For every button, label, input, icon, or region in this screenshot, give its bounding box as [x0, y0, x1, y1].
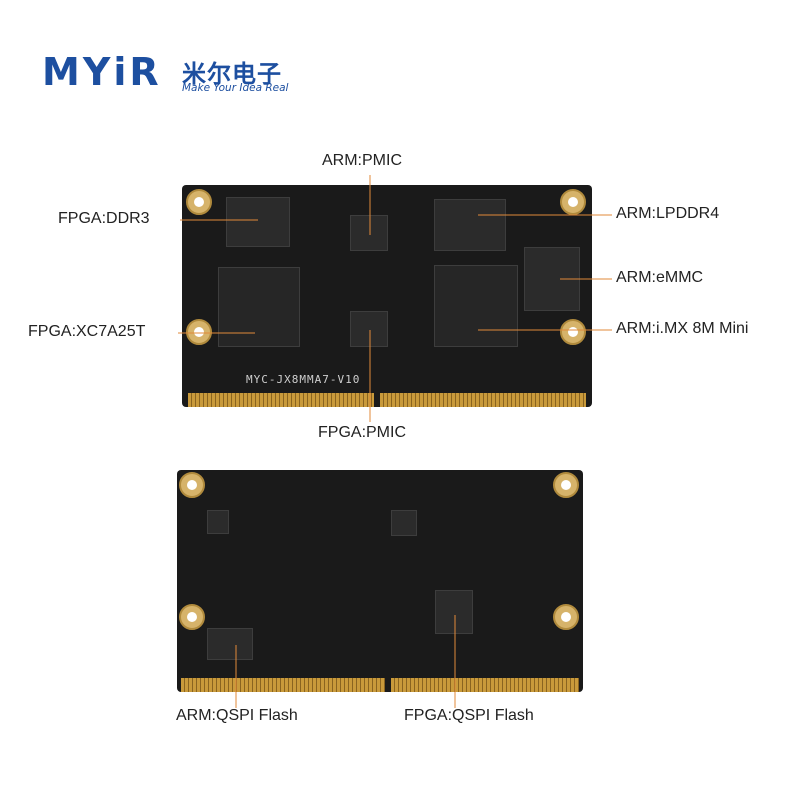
label-arm-pmic: ARM:PMIC — [322, 152, 402, 169]
arm-pmic-chip — [350, 215, 388, 251]
mounting-hole — [179, 604, 205, 630]
label-fpga-xc7a25t: FPGA:XC7A25T — [28, 323, 146, 340]
imx8m-mini-chip — [434, 265, 518, 347]
board-silkscreen: MYC-JX8MMA7-V10 — [246, 373, 361, 386]
mounting-hole — [553, 472, 579, 498]
mounting-hole — [560, 189, 586, 215]
edge-connector-left — [181, 678, 385, 692]
label-fpga-qspi-flash: FPGA:QSPI Flash — [404, 707, 534, 724]
label-fpga-ddr3: FPGA:DDR3 — [58, 210, 150, 227]
mounting-hole — [560, 319, 586, 345]
fpga-pmic-chip — [350, 311, 388, 347]
small-component — [207, 510, 229, 534]
lpddr4-chip — [434, 199, 506, 251]
label-arm-imx8m-mini: ARM:i.MX 8M Mini — [616, 320, 749, 337]
som-board-bottom-side — [177, 470, 583, 692]
small-component — [391, 510, 417, 536]
logo-chinese-name: 米尔电子 — [182, 60, 282, 88]
edge-connector-right — [380, 393, 586, 407]
mounting-hole — [553, 604, 579, 630]
logo-tagline: Make Your Idea Real — [182, 82, 289, 94]
logo-wordmark: MYiR — [42, 50, 162, 94]
label-arm-lpddr4: ARM:LPDDR4 — [616, 205, 720, 222]
mounting-hole — [186, 319, 212, 345]
ddr3-chip — [226, 197, 290, 247]
fpga-qspi-flash-chip — [435, 590, 473, 634]
myir-logo: MYiR 米尔电子 Make Your Idea Real — [42, 50, 288, 94]
mounting-hole — [186, 189, 212, 215]
mounting-hole — [179, 472, 205, 498]
label-fpga-pmic: FPGA:PMIC — [318, 424, 407, 441]
label-arm-emmc: ARM:eMMC — [616, 269, 704, 286]
edge-connector-right — [391, 678, 579, 692]
som-board-top-side: MYC-JX8MMA7-V10 — [182, 185, 592, 407]
edge-connector-left — [188, 393, 374, 407]
arm-qspi-flash-chip — [207, 628, 253, 660]
label-arm-qspi-flash: ARM:QSPI Flash — [176, 707, 298, 724]
fpga-chip — [218, 267, 300, 347]
